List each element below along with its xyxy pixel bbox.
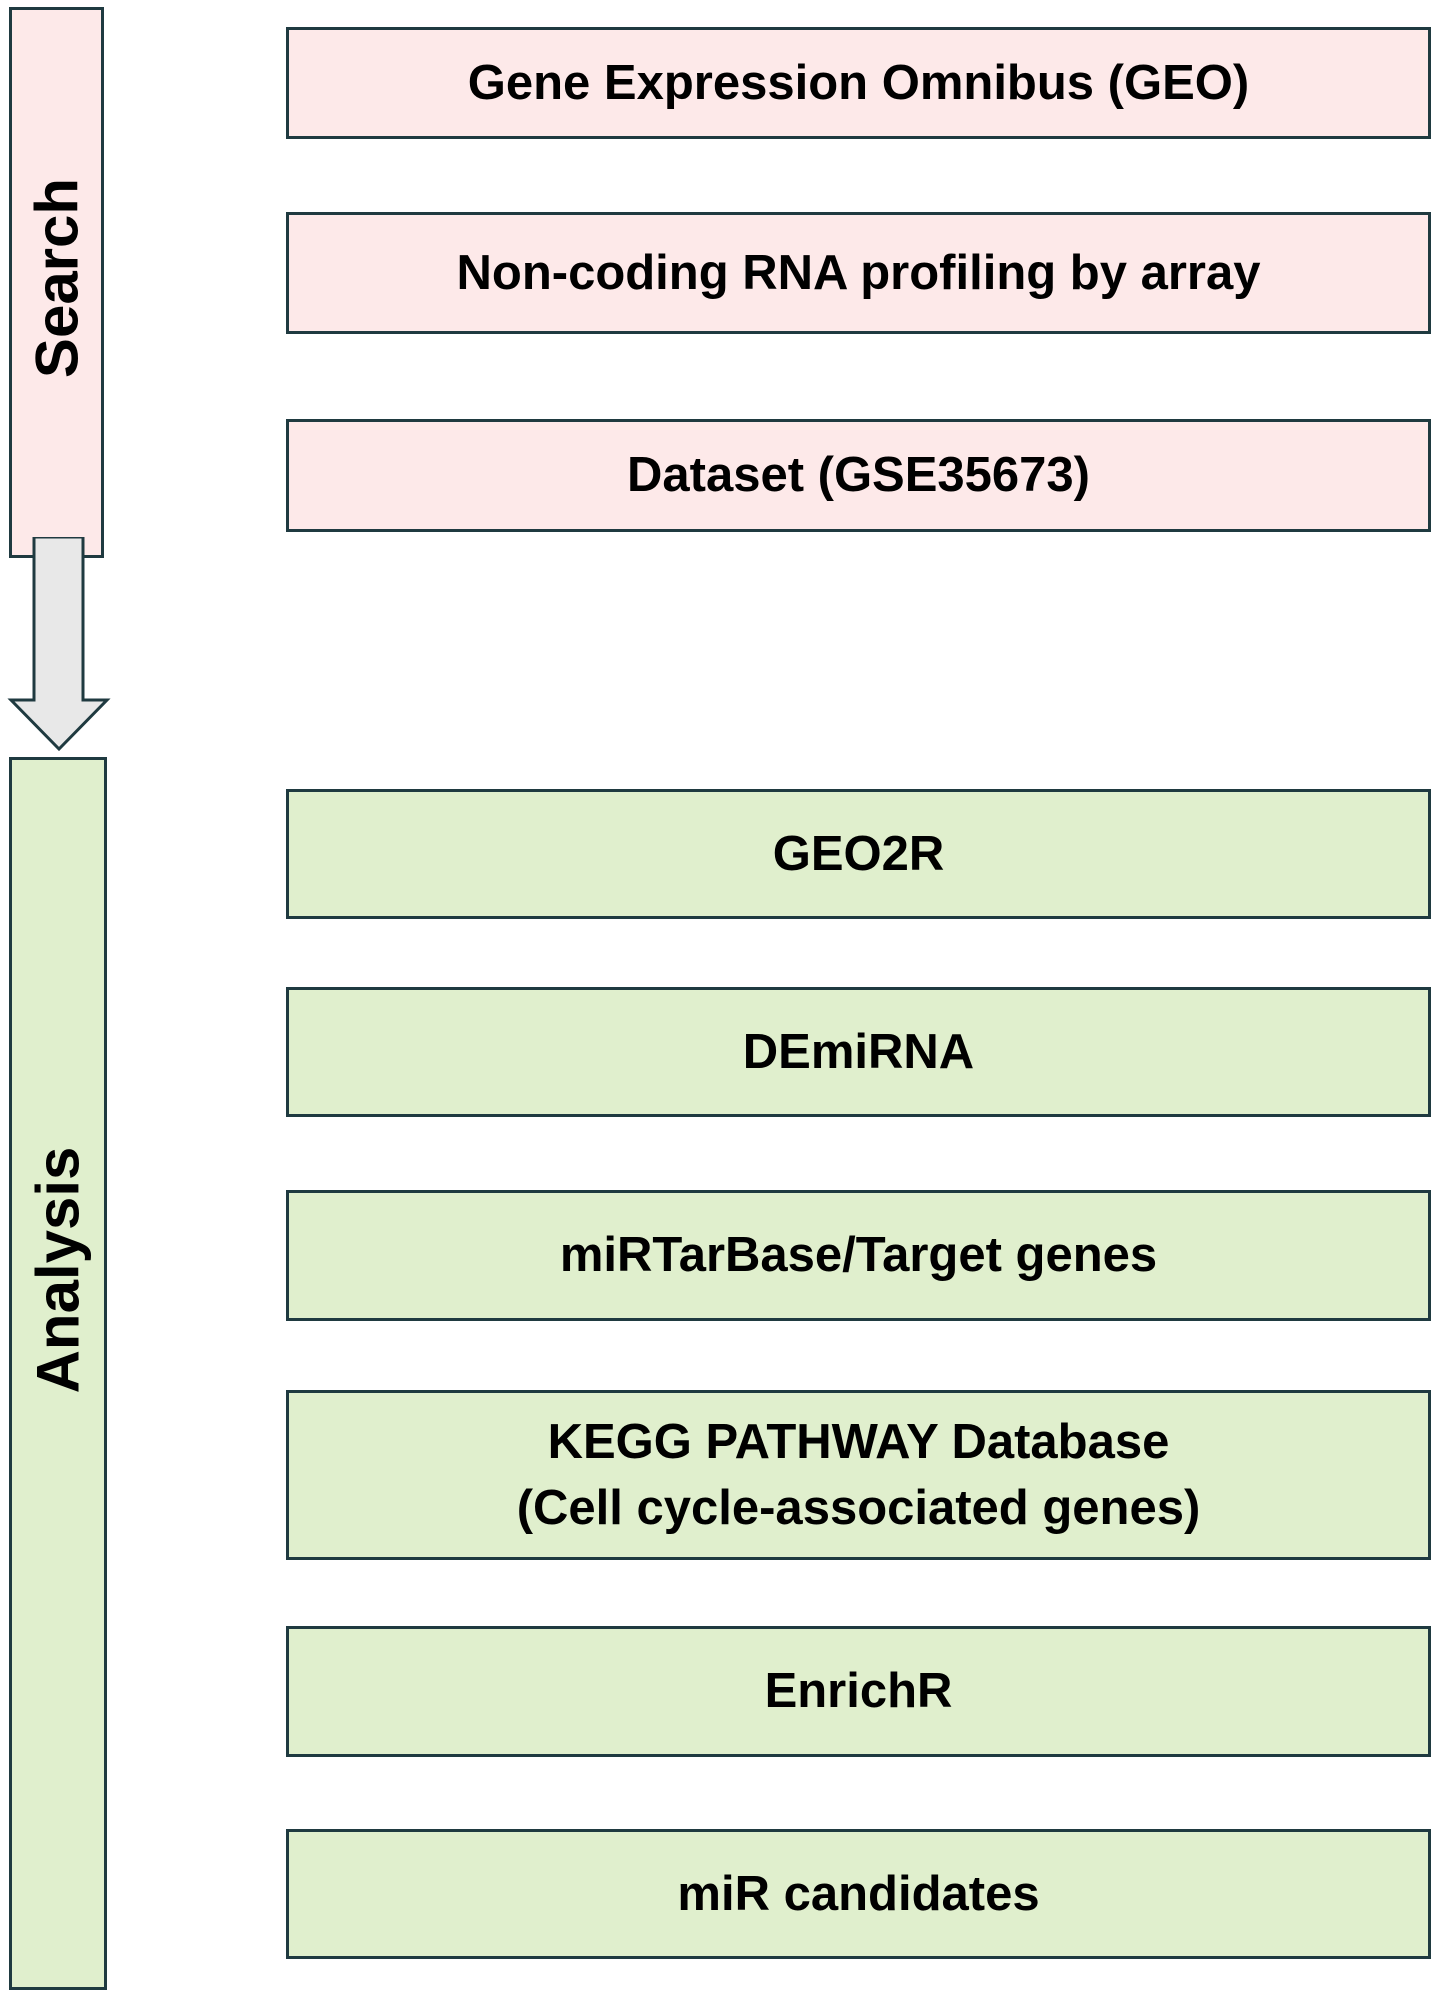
- step-mir-candidates-box: miR candidates: [286, 1829, 1431, 1959]
- step-geo-box: Gene Expression Omnibus (GEO): [286, 27, 1431, 139]
- step-label: miR candidates: [677, 1866, 1040, 1921]
- analysis-stage-bar: Analysis: [9, 757, 107, 1990]
- step-kegg-box: KEGG PATHWAY Database (Cell cycle-associ…: [286, 1390, 1431, 1560]
- step-geo2r-box: GEO2R: [286, 789, 1431, 919]
- search-stage-label: Search: [23, 177, 90, 378]
- step-ncrna-profiling-box: Non-coding RNA profiling by array: [286, 212, 1431, 334]
- step-label: miRTarBase/Target genes: [559, 1228, 1158, 1283]
- step-mirtarbase-box: miRTarBase/Target genes: [286, 1190, 1431, 1321]
- step-label-line1: KEGG PATHWAY Database: [547, 1414, 1170, 1469]
- step-dataset-box: Dataset (GSE35673): [286, 419, 1431, 532]
- down-arrow-icon: [7, 537, 111, 752]
- step-label: DEmiRNA: [742, 1024, 975, 1079]
- step-enrichr-box: EnrichR: [286, 1626, 1431, 1757]
- step-demirna-box: DEmiRNA: [286, 987, 1431, 1117]
- step-label: EnrichR: [764, 1664, 953, 1719]
- search-stage-bar: Search: [9, 7, 104, 558]
- analysis-stage-label: Analysis: [24, 1146, 92, 1393]
- step-label: Non-coding RNA profiling by array: [456, 245, 1261, 300]
- step-label-line2: (Cell cycle-associated genes): [516, 1481, 1201, 1535]
- step-label: Dataset (GSE35673): [626, 448, 1090, 503]
- step-label: GEO2R: [772, 826, 945, 881]
- step-label: Gene Expression Omnibus (GEO): [467, 55, 1250, 110]
